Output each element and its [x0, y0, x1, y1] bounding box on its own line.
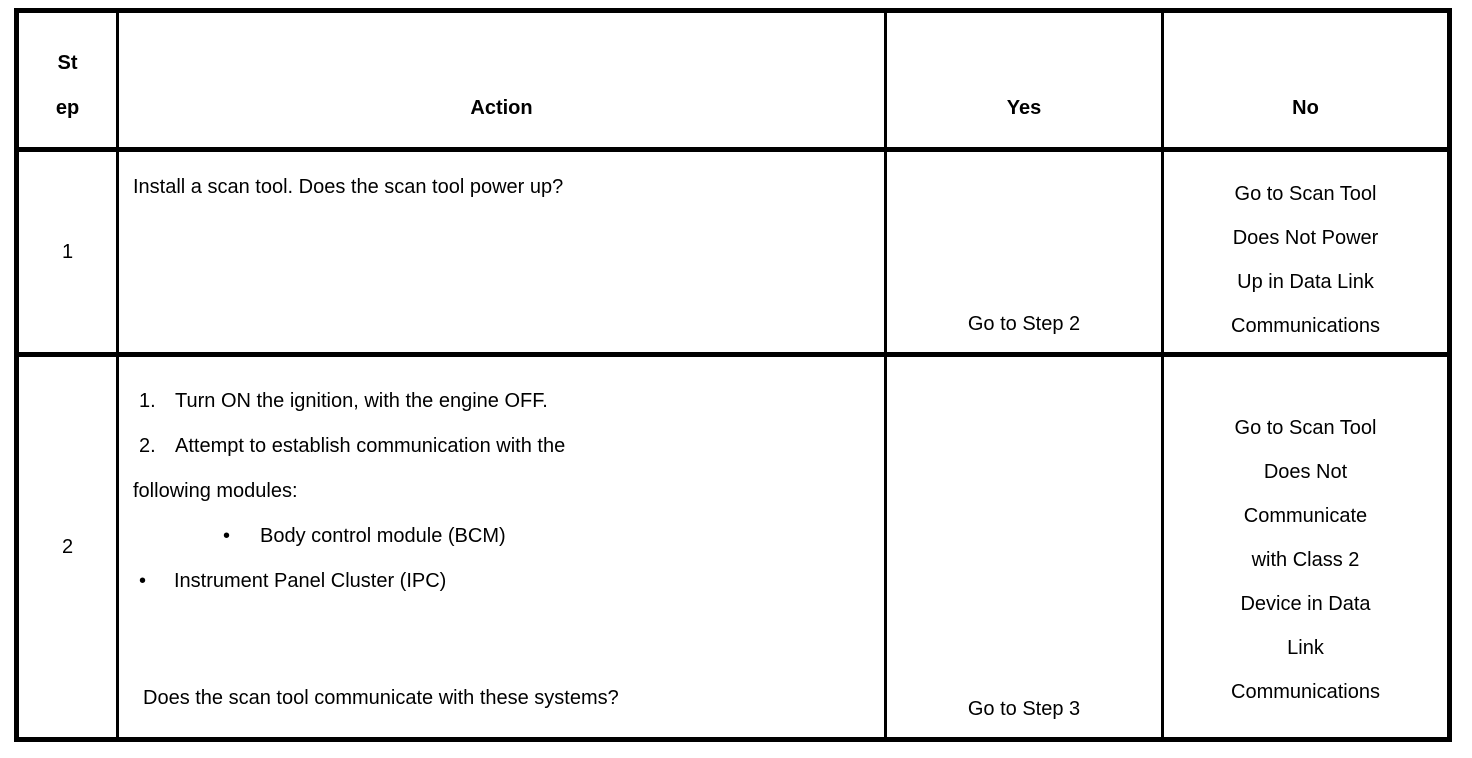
- row2-step-cell: 2: [19, 357, 119, 737]
- row2-no-line: Communicate: [1243, 505, 1368, 527]
- row2-action-question: Does the scan tool communicate with thes…: [143, 687, 619, 709]
- row1-no-cell: Go to Scan Tool Does Not Power Up in Dat…: [1164, 152, 1447, 357]
- row2-no-line: Does Not: [1263, 461, 1348, 483]
- list-text: Body control module (BCM): [260, 525, 506, 547]
- row2-no-line: with Class 2: [1251, 549, 1360, 571]
- row2-action-numbered-item: 2. Attempt to establish communication wi…: [133, 424, 868, 469]
- row1-step-number: 1: [61, 240, 74, 263]
- header-cell-yes: Yes: [887, 13, 1164, 152]
- header-step-line1: St: [57, 52, 78, 74]
- row2-yes-text: Go to Step 3: [967, 698, 1081, 720]
- list-number: 1.: [139, 390, 156, 412]
- diagnostic-table: St ep Action Yes No 1 Install a scan too…: [14, 8, 1452, 742]
- row1-action-cell: Install a scan tool. Does the scan tool …: [119, 152, 887, 357]
- row2-action-cell: 1. Turn ON the ignition, with the engine…: [119, 357, 887, 737]
- row1-yes-text: Go to Step 2: [967, 313, 1081, 335]
- row2-action-numbered-item: 1. Turn ON the ignition, with the engine…: [133, 379, 868, 424]
- row2-action-bullet-item: • Instrument Panel Cluster (IPC): [133, 559, 868, 604]
- list-text: Turn ON the ignition, with the engine OF…: [175, 390, 548, 412]
- list-number: 2.: [139, 435, 156, 457]
- row2-step-number: 2: [61, 535, 74, 558]
- header-cell-action: Action: [119, 13, 887, 152]
- row1-step-cell: 1: [19, 152, 119, 357]
- header-action-label: Action: [470, 97, 533, 119]
- row2-no-cell: Go to Scan Tool Does Not Communicate wit…: [1164, 357, 1447, 737]
- header-step-line2: ep: [55, 97, 80, 119]
- list-text: following modules:: [133, 480, 298, 502]
- header-cell-step: St ep: [19, 13, 119, 152]
- header-yes-label: Yes: [1006, 97, 1042, 119]
- list-text: Attempt to establish communication with …: [175, 435, 566, 457]
- row1-no-line: Go to Scan Tool: [1234, 183, 1377, 205]
- header-cell-no: No: [1164, 13, 1447, 152]
- row2-action-bullet-item: • Body control module (BCM): [133, 514, 868, 559]
- row1-action-question: Install a scan tool. Does the scan tool …: [133, 176, 564, 198]
- row2-no-line: Device in Data: [1240, 593, 1371, 615]
- row2-no-line: Go to Scan Tool: [1234, 417, 1377, 439]
- row1-yes-cell: Go to Step 2: [887, 152, 1164, 357]
- row2-no-line: Communications: [1231, 681, 1380, 703]
- list-text: Instrument Panel Cluster (IPC): [174, 570, 447, 592]
- row1-no-line: Up in Data Link: [1237, 271, 1374, 293]
- bullet-icon: •: [139, 570, 147, 592]
- bullet-icon: •: [223, 525, 231, 547]
- row2-action-continuation: following modules:: [133, 469, 868, 514]
- header-no-label: No: [1292, 97, 1319, 119]
- row1-no-line: Does Not Power: [1232, 227, 1379, 249]
- row1-no-line: Communications: [1231, 315, 1380, 337]
- row2-yes-cell: Go to Step 3: [887, 357, 1164, 737]
- row2-no-line: Link: [1287, 637, 1324, 659]
